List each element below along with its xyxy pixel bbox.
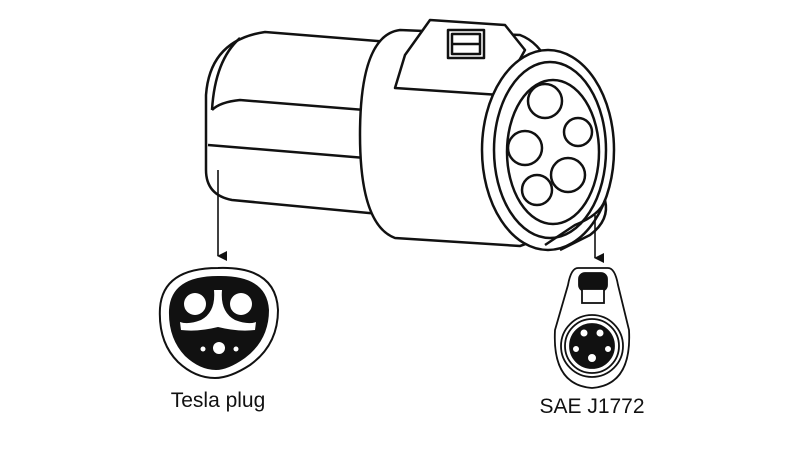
sae-j1772-icon: [553, 267, 631, 389]
tesla-plug-icon: [158, 266, 280, 380]
adapter-front-face: [480, 48, 616, 252]
sae-j1772-label: SAE J1772: [539, 395, 645, 418]
tesla-plug-label: Tesla plug: [170, 389, 266, 412]
